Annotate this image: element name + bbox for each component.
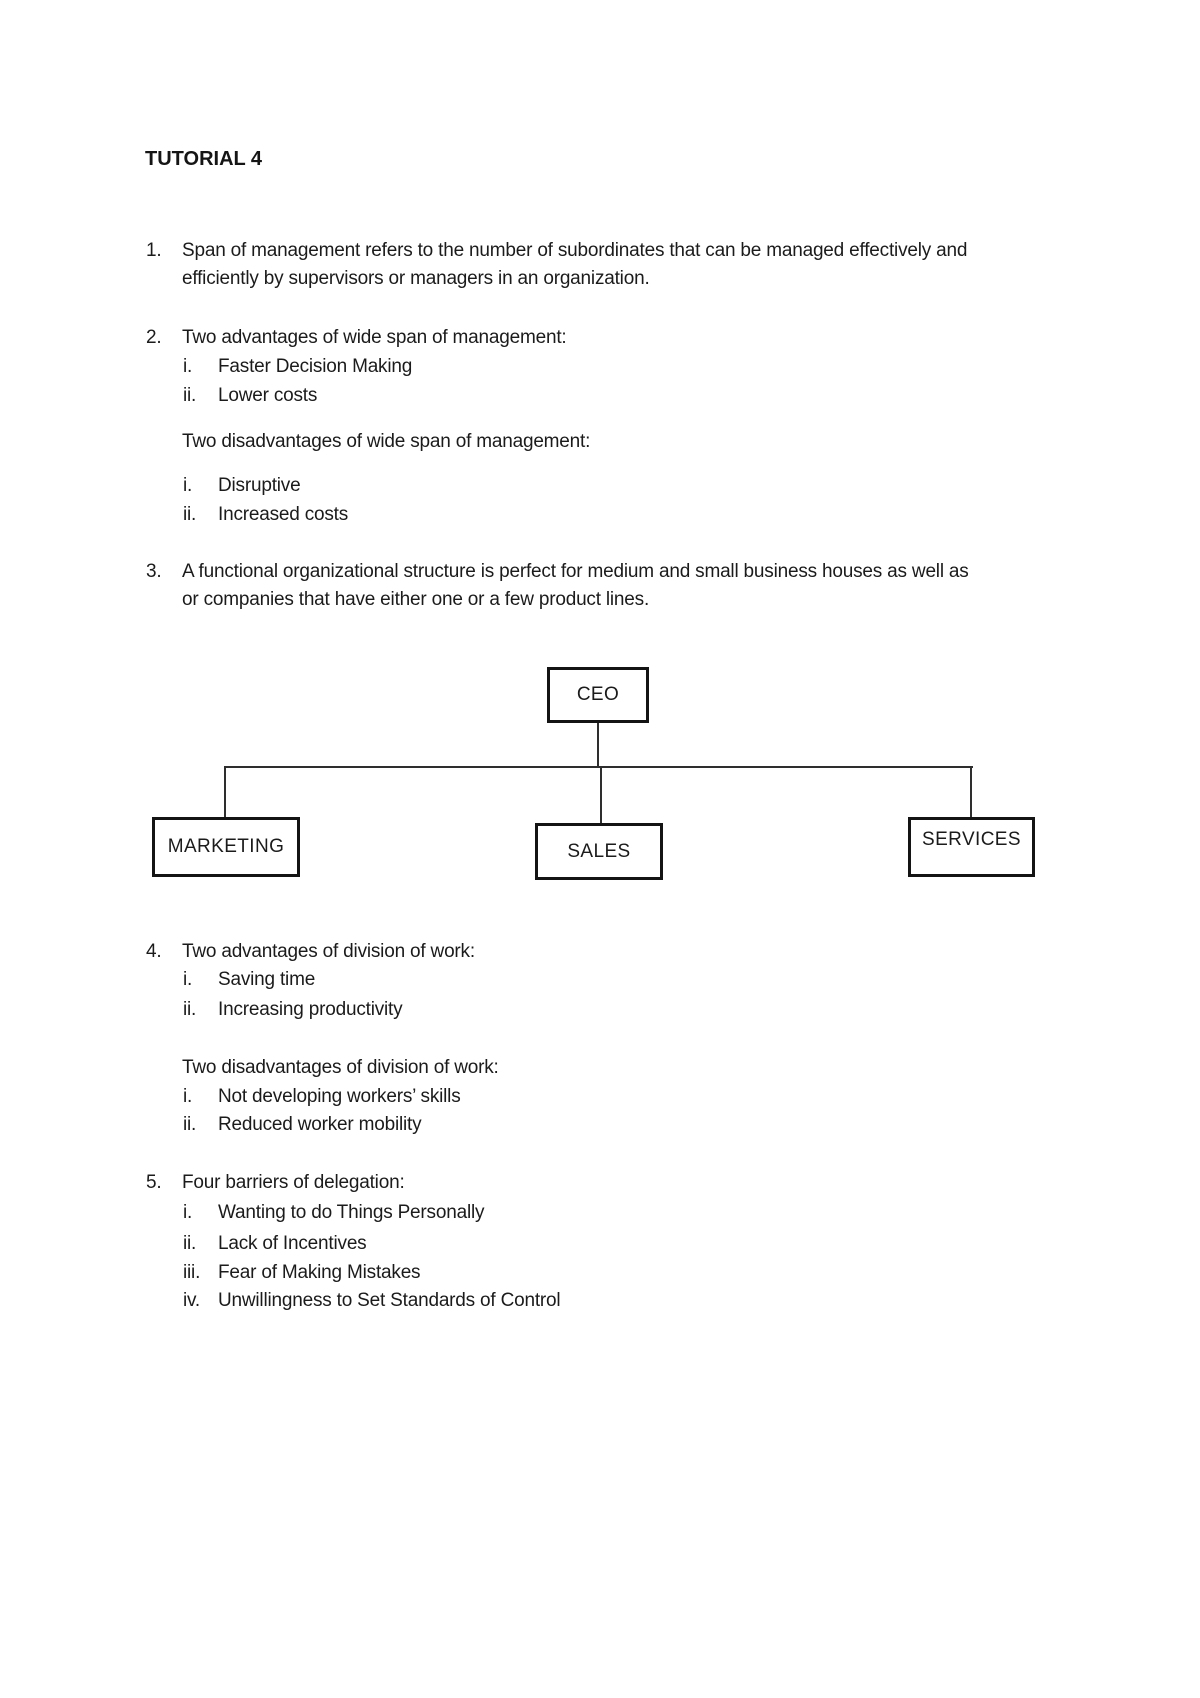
- item5-heading: Four barriers of delegation:: [182, 1172, 405, 1193]
- org-chart-box-services: SERVICES: [908, 817, 1035, 877]
- item3-number: 3.: [146, 561, 162, 582]
- org-chart-connector-middle-drop: [600, 768, 602, 823]
- page-title: TUTORIAL 4: [145, 148, 263, 170]
- item4-adv1-text: Saving time: [218, 969, 316, 990]
- org-chart-connector-left-drop: [224, 768, 226, 817]
- item4-adv2-numeral: ii.: [183, 999, 197, 1020]
- item2-dis1-numeral: i.: [183, 475, 193, 496]
- item5-barrier2-numeral: ii.: [183, 1233, 197, 1254]
- org-chart-connector-ceo-drop: [597, 723, 599, 767]
- org-chart-label-services: SERVICES: [922, 829, 1021, 850]
- item5-barrier3-text: Fear of Making Mistakes: [218, 1262, 421, 1283]
- item4-dis2-numeral: ii.: [183, 1114, 197, 1135]
- org-chart-connector-right-drop: [970, 768, 972, 817]
- item5-barrier4-numeral: iv.: [183, 1290, 200, 1311]
- item4-adv1-numeral: i.: [183, 969, 193, 990]
- item2-dis2-numeral: ii.: [183, 504, 197, 525]
- item4-number: 4.: [146, 941, 162, 962]
- item5-barrier2-text: Lack of Incentives: [218, 1233, 367, 1254]
- org-chart-box-ceo: CEO: [547, 667, 649, 723]
- item2-adv1-text: Faster Decision Making: [218, 356, 413, 377]
- item2-subheading: Two disadvantages of wide span of manage…: [182, 431, 591, 452]
- item5-number: 5.: [146, 1172, 162, 1193]
- item4-subheading: Two disadvantages of division of work:: [182, 1057, 499, 1078]
- item1-text-line2: efficiently by supervisors or managers i…: [182, 268, 650, 289]
- item5-barrier1-numeral: i.: [183, 1202, 193, 1223]
- item5-barrier4-text: Unwillingness to Set Standards of Contro…: [218, 1290, 561, 1311]
- item2-dis1-text: Disruptive: [218, 475, 301, 496]
- item2-adv2-numeral: ii.: [183, 385, 197, 406]
- item3-text-line1: A functional organizational structure is…: [182, 561, 969, 582]
- item5-barrier1-text: Wanting to do Things Personally: [218, 1202, 485, 1223]
- item2-number: 2.: [146, 327, 162, 348]
- item2-adv2-text: Lower costs: [218, 385, 318, 406]
- item2-heading: Two advantages of wide span of managemen…: [182, 327, 567, 348]
- item2-dis2-text: Increased costs: [218, 504, 349, 525]
- item4-heading: Two advantages of division of work:: [182, 941, 475, 962]
- item4-dis1-text: Not developing workers’ skills: [218, 1086, 461, 1107]
- org-chart-label-marketing: MARKETING: [167, 836, 285, 857]
- org-chart-box-sales: SALES: [535, 823, 663, 880]
- org-chart-connector-horizontal: [224, 766, 973, 768]
- item1-number: 1.: [146, 240, 162, 261]
- item4-adv2-text: Increasing productivity: [218, 999, 403, 1020]
- item2-adv1-numeral: i.: [183, 356, 193, 377]
- item1-text-line1: Span of management refers to the number …: [182, 240, 968, 261]
- item5-barrier3-numeral: iii.: [183, 1262, 201, 1283]
- item3-text-line2: or companies that have either one or a f…: [182, 589, 650, 610]
- item4-dis1-numeral: i.: [183, 1086, 193, 1107]
- org-chart-label-sales: SALES: [567, 840, 631, 862]
- org-chart-box-marketing: MARKETING: [152, 817, 300, 877]
- org-chart-label-ceo: CEO: [576, 684, 620, 705]
- item4-dis2-text: Reduced worker mobility: [218, 1114, 422, 1135]
